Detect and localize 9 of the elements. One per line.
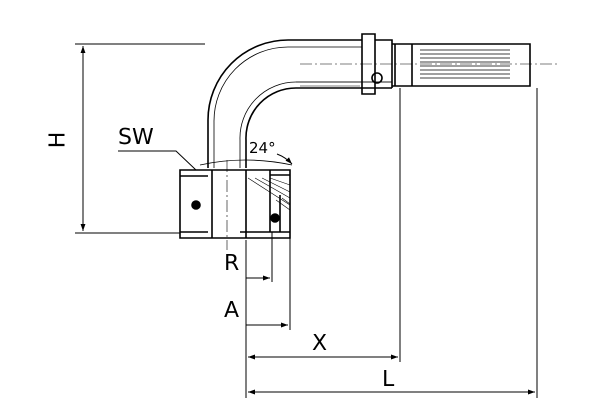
hex-nut-drawing bbox=[179, 169, 291, 239]
dimension-label: H bbox=[46, 132, 70, 148]
dimension-label: R bbox=[224, 252, 240, 276]
leader-line bbox=[118, 150, 196, 170]
dimension-label: A bbox=[224, 299, 240, 323]
dimension-label: 24° bbox=[249, 138, 276, 159]
dimension-label: X bbox=[312, 332, 328, 356]
part-label: SW bbox=[118, 126, 154, 150]
dimension-label: L bbox=[382, 368, 394, 392]
